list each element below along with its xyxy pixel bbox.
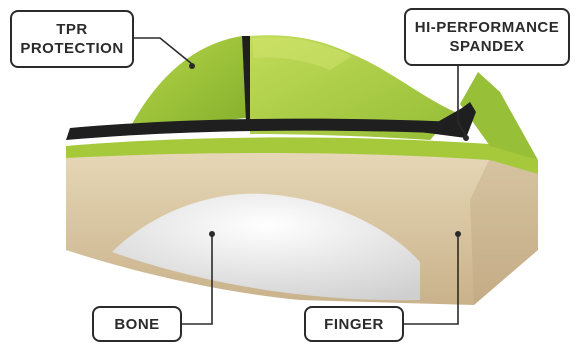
finger-leader-dot: [455, 231, 461, 237]
finger-label: FINGER: [324, 315, 384, 334]
spandex-label-line-2: SPANDEX: [450, 37, 525, 56]
spandex-label-line-1: HI-PERFORMANCE: [415, 18, 560, 37]
tpr-label-line-1: TPR: [56, 20, 88, 39]
spandex-callout: HI-PERFORMANCE SPANDEX: [404, 8, 570, 66]
bone-callout: BONE: [92, 306, 182, 342]
tpr-label-line-2: PROTECTION: [20, 39, 123, 58]
finger-side-shade: [470, 158, 538, 305]
tpr-pad-left: [130, 36, 246, 128]
tpr-protection-callout: TPR PROTECTION: [10, 10, 134, 68]
bone-leader-dot: [209, 231, 215, 237]
bone-label: BONE: [114, 315, 159, 334]
tpr-leader-dot: [189, 63, 195, 69]
spandex-leader-dot: [463, 135, 469, 141]
tpr-leader: [134, 38, 192, 64]
finger-callout: FINGER: [304, 306, 404, 342]
